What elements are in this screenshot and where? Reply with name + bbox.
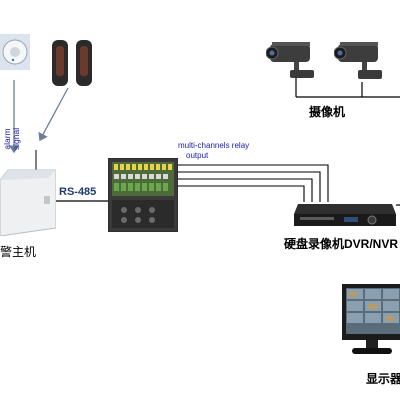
rs485-label: RS-485: [59, 186, 97, 198]
smoke-detector-icon: [0, 34, 30, 70]
relay-output-label: multi-channels relay output: [178, 141, 249, 161]
alarm-panel: [0, 150, 56, 236]
monitor-label: 显示器: [366, 372, 400, 386]
relay-output-lines: [178, 164, 329, 202]
relay-output-line1: multi-channels relay: [178, 141, 250, 150]
monitor-icon: [342, 284, 400, 354]
dvr: [292, 200, 396, 230]
camera-icon: [266, 42, 314, 78]
relay-board-icon: [108, 158, 178, 232]
alarm-host-label: 警主机: [0, 245, 37, 259]
monitor: [338, 284, 400, 358]
camera-2: [334, 40, 390, 82]
smoke-detector: [0, 34, 30, 70]
beam-detector-icon: [52, 40, 92, 86]
relay-output-line2: output: [186, 151, 209, 160]
camera-1: [266, 40, 322, 80]
camera-label: 摄像机: [309, 105, 346, 119]
alarm-panel-icon: [0, 150, 56, 236]
beam-to-panel-arrow: [38, 87, 69, 142]
relay-board: [108, 158, 178, 232]
beam-detector: [46, 38, 98, 88]
dvr-label: 硬盘录像机DVR/NVR: [284, 237, 399, 251]
dvr-icon: [294, 204, 396, 226]
camera-icon: [334, 42, 382, 79]
